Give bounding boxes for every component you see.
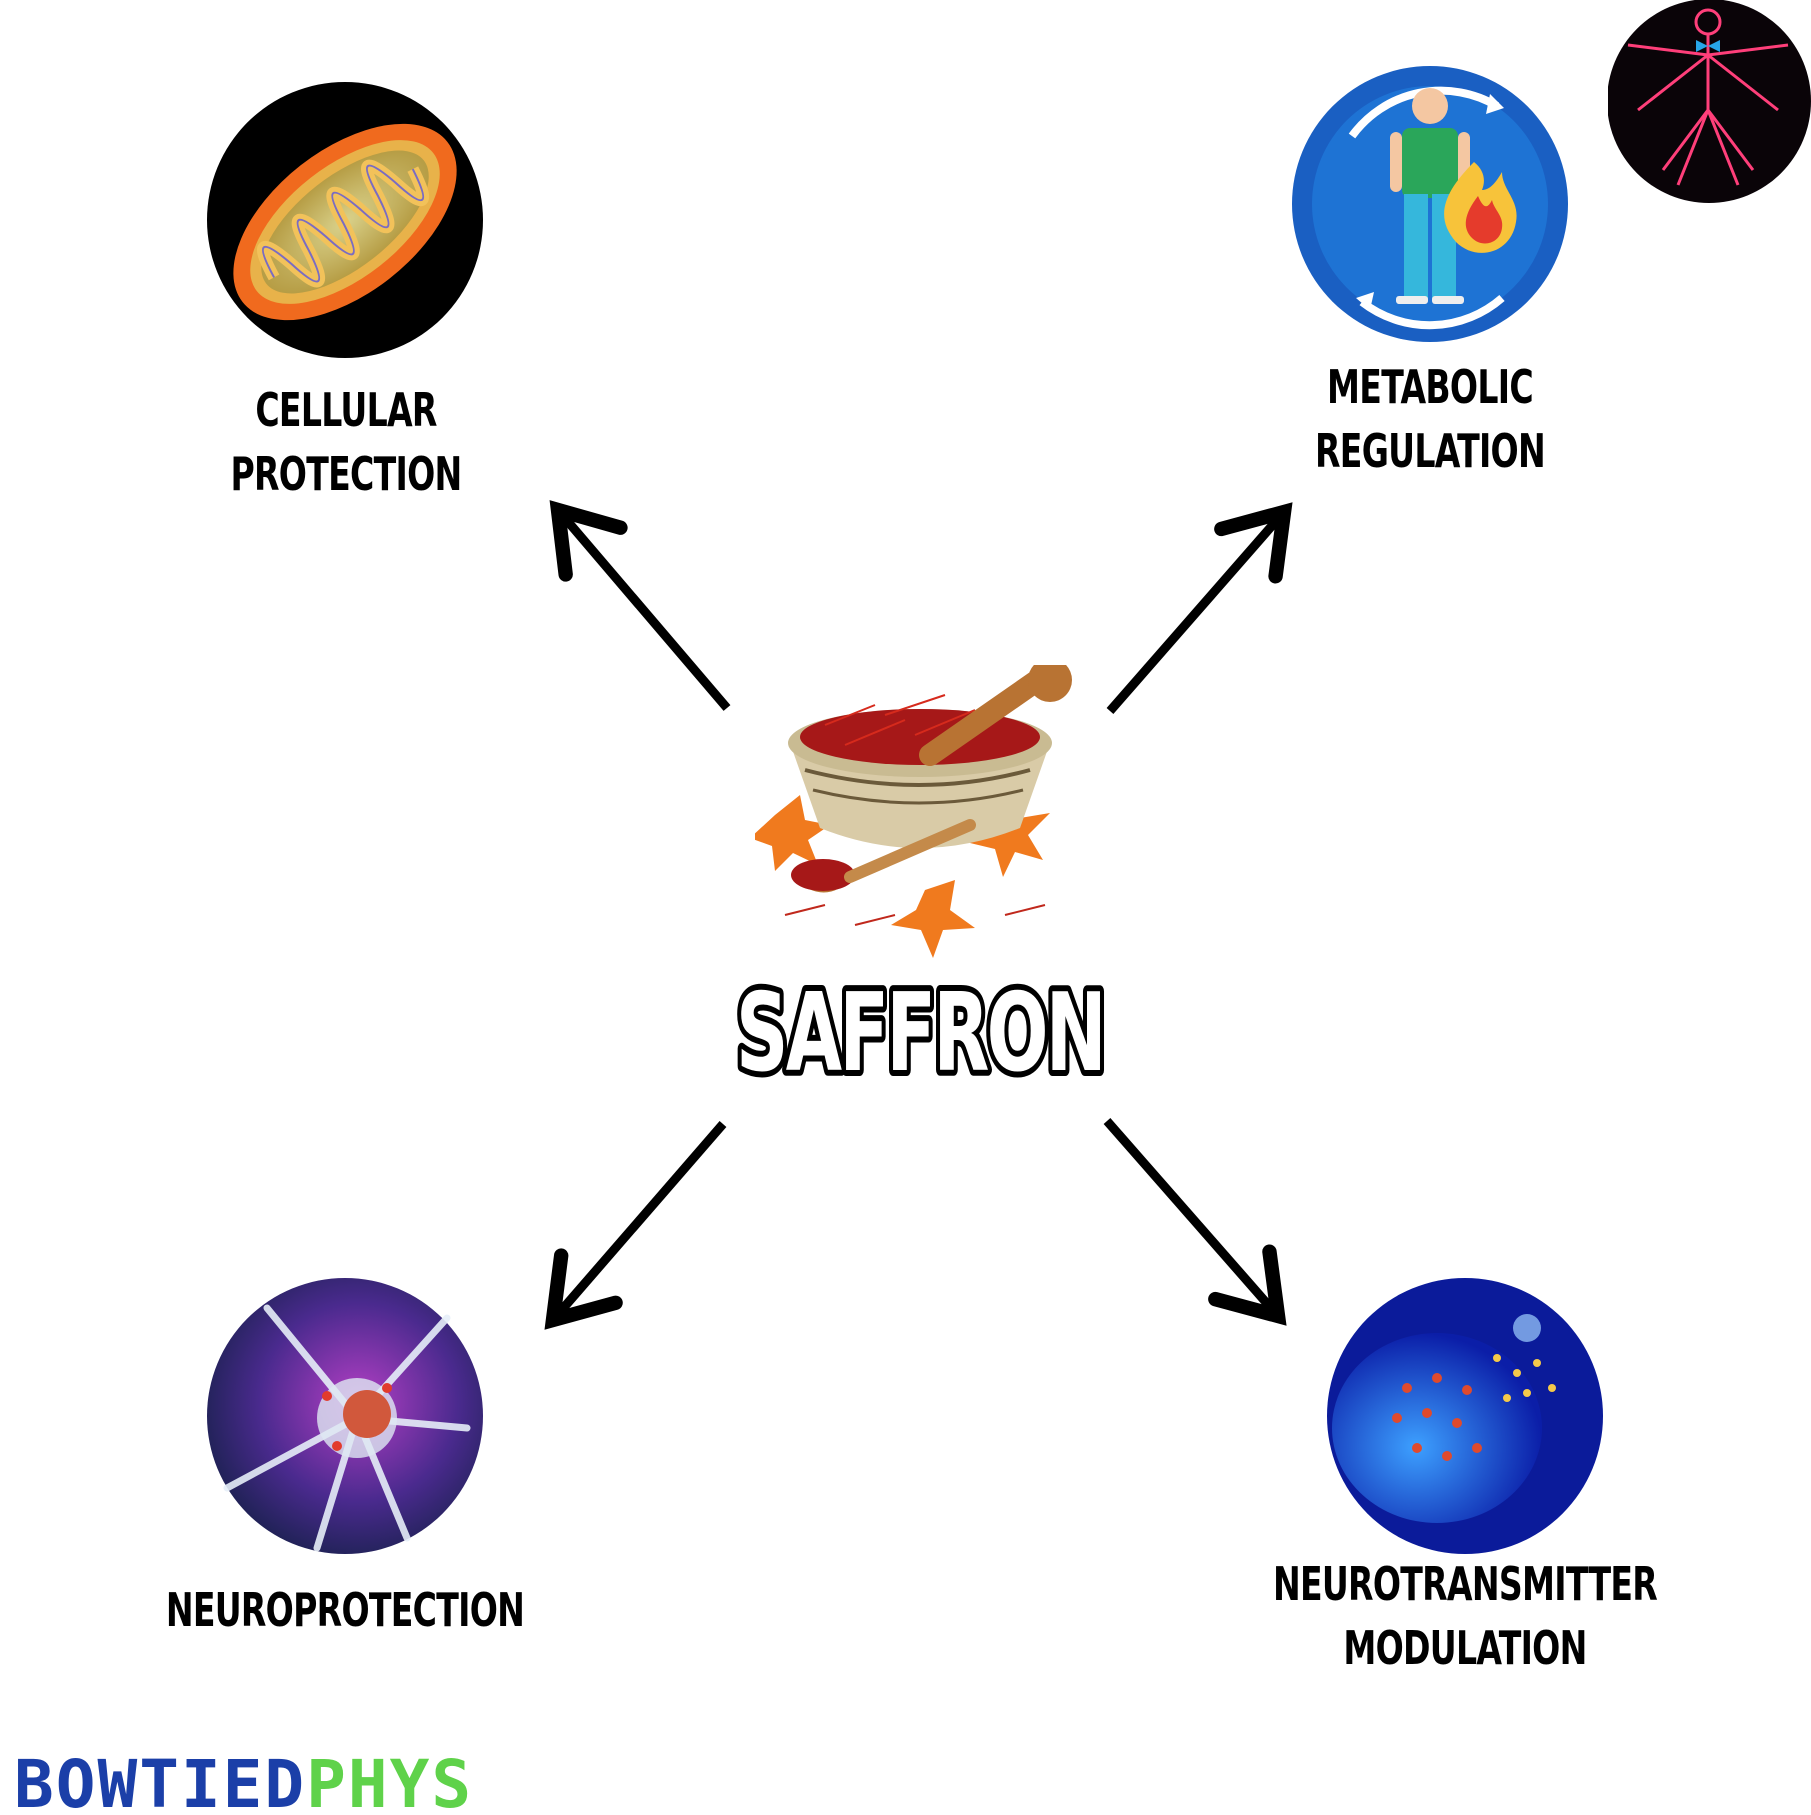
metabolism-person-flame-icon	[1292, 66, 1568, 342]
label-cellular-protection: CELLULAR PROTECTION	[202, 378, 490, 506]
human-anatomy-icon	[1608, 0, 1811, 203]
neuron-icon	[207, 1278, 483, 1554]
arrow-to-cellular	[549, 500, 731, 711]
arrow-to-neurotransmitter	[1103, 1118, 1287, 1326]
brand-logo: BOWTIEDPHYS	[14, 1752, 473, 1815]
brand-part2: PHYS	[306, 1746, 474, 1815]
mitochondria-icon	[207, 82, 483, 358]
label-line: CELLULAR	[255, 383, 437, 437]
synapse-icon	[1327, 1278, 1603, 1554]
label-line: MODULATION	[1343, 1621, 1587, 1675]
saffron-bowl-icon	[755, 665, 1072, 958]
arrow-to-metabolic	[1106, 502, 1293, 714]
label-line: REGULATION	[1315, 424, 1546, 478]
label-neuroprotection: NEUROPROTECTION	[165, 1578, 525, 1642]
arrow-to-neuroprotection	[544, 1121, 727, 1330]
label-line: METABOLIC	[1327, 360, 1534, 414]
label-metabolic-regulation: METABOLIC REGULATION	[1286, 355, 1574, 483]
label-neurotransmitter-modulation: NEUROTRANSMITTER MODULATION	[1249, 1552, 1681, 1680]
label-line: NEUROPROTECTION	[165, 1583, 525, 1637]
label-line: NEUROTRANSMITTER	[1272, 1557, 1658, 1611]
brand-part1: BOWTIED	[14, 1746, 307, 1815]
center-title: SAFFRON	[730, 968, 1114, 1098]
center-title-text: SAFFRON	[736, 971, 1104, 1096]
label-line: PROTECTION	[230, 447, 462, 501]
